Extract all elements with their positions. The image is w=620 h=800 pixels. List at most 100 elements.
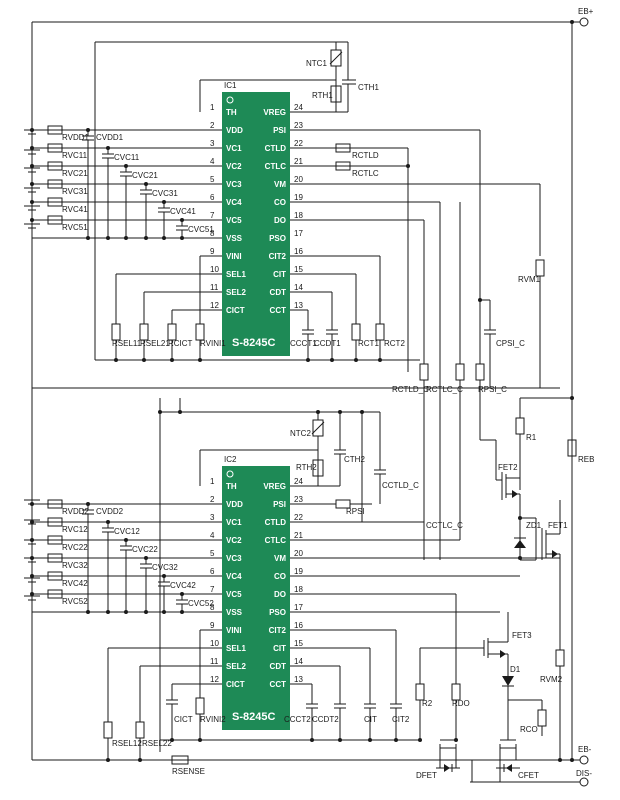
ic1-pin-name-left: VC3 bbox=[226, 180, 242, 189]
ic2-pin-number-right: 21 bbox=[294, 531, 303, 540]
ic1-pin-number-right: 21 bbox=[294, 157, 303, 166]
ic2-pin-name-right: CCT bbox=[270, 680, 287, 689]
ic1-pin-name-right: CDT bbox=[270, 288, 287, 297]
rcict-label: RCICT bbox=[168, 339, 193, 348]
cvdd2-label: CVDD2 bbox=[96, 507, 124, 516]
ic2-pin-number-right: 15 bbox=[294, 639, 303, 648]
ic1-pin-number-left: 1 bbox=[210, 103, 215, 112]
ccct1-label: CCCT1 bbox=[290, 339, 317, 348]
ic1-cell-inputs bbox=[30, 125, 222, 240]
ic1-pin-number-right: 15 bbox=[294, 265, 303, 274]
ic1-pin-number-right: 24 bbox=[294, 103, 303, 112]
rctlc-label: RCTLC bbox=[352, 169, 379, 178]
ic2-config-resistors bbox=[103, 629, 420, 765]
ic1-pin-number-right: 19 bbox=[294, 193, 303, 202]
ic2-pin-name-right: VM bbox=[274, 554, 286, 563]
ic2-pin-name-right: CIT bbox=[273, 644, 286, 653]
ic2-pin-number-right: 13 bbox=[294, 675, 303, 684]
ic1-pin-number-right: 18 bbox=[294, 211, 303, 220]
ic2-pin1-marker bbox=[226, 470, 234, 478]
eb-minus-terminal bbox=[579, 755, 589, 765]
rth1-label: RTH1 bbox=[312, 91, 333, 100]
ic2-pin-name-right: DO bbox=[274, 590, 286, 599]
rsense-label: RSENSE bbox=[172, 767, 205, 776]
ic2-pin-name-right: VREG bbox=[263, 482, 286, 491]
rvm1-resistor bbox=[535, 259, 545, 277]
cit2-label: CIT2 bbox=[392, 715, 410, 724]
cict-label: CICT bbox=[174, 715, 193, 724]
ic2-pin-name-right: CDT bbox=[270, 662, 287, 671]
rsel21-label: RSEL21 bbox=[140, 339, 170, 348]
ic1-pin-name-left: TH bbox=[226, 108, 237, 117]
ic2-pin-name-left: VSS bbox=[226, 608, 243, 617]
ic2-pin-number-right: 22 bbox=[294, 513, 303, 522]
ic2-pin-number-right: 16 bbox=[294, 621, 303, 630]
power-rails bbox=[31, 21, 580, 783]
rdo-resistor bbox=[451, 683, 461, 701]
rvc41-label: RVC41 bbox=[62, 205, 88, 214]
ic1-pin-name-left: CICT bbox=[226, 306, 245, 315]
cvc11-label: CVC11 bbox=[114, 153, 140, 162]
rvc11-label: RVC11 bbox=[62, 151, 88, 160]
rctld-label: RCTLD bbox=[352, 151, 379, 160]
ic2-pin-number-left: 10 bbox=[210, 639, 219, 648]
ic1-pin-number-left: 7 bbox=[210, 211, 215, 220]
rvc22-label: RVC22 bbox=[62, 543, 88, 552]
cvc41-label: CVC41 bbox=[170, 207, 196, 216]
cth2-label: CTH2 bbox=[344, 455, 365, 464]
rsel11-label: RSEL11 bbox=[112, 339, 142, 348]
ic1-pin-name-left: VC1 bbox=[226, 144, 242, 153]
cth1-label: CTH1 bbox=[358, 83, 379, 92]
ccdt2-label: CCDT2 bbox=[312, 715, 339, 724]
zd1-label: ZD1 bbox=[526, 521, 542, 530]
ic1-pin-number-left: 4 bbox=[210, 157, 215, 166]
ic2-block: IC2 S-8245C bbox=[222, 455, 290, 730]
dis-minus-label: DIS- bbox=[576, 769, 592, 778]
cvc32-label: CVC32 bbox=[152, 563, 178, 572]
ic1-pin-number-right: 17 bbox=[294, 229, 303, 238]
ic1-pin-number-left: 3 bbox=[210, 139, 215, 148]
ic2-pin-number-right: 20 bbox=[294, 549, 303, 558]
inter-ic-resistors bbox=[419, 202, 485, 560]
ic2-pin-number-left: 1 bbox=[210, 477, 215, 486]
ic2-pin-number-left: 12 bbox=[210, 675, 219, 684]
ic2-right-network bbox=[290, 499, 560, 742]
ic1-pin-name-left: VC5 bbox=[226, 216, 242, 225]
ic2-part-number: S-8245C bbox=[232, 711, 275, 723]
rsel12-label: RSEL12 bbox=[112, 739, 142, 748]
eb-plus-terminal bbox=[579, 17, 589, 27]
dfet-label: DFET bbox=[416, 771, 437, 780]
ic1-pin-number-left: 2 bbox=[210, 121, 215, 130]
ic1-pin-number-right: 23 bbox=[294, 121, 303, 130]
ic1-pin-name-right: CCT bbox=[270, 306, 287, 315]
ic2-pin-number-right: 14 bbox=[294, 657, 303, 666]
ic2-pin-name-right: CIT2 bbox=[269, 626, 287, 635]
ntc1-label: NTC1 bbox=[306, 59, 327, 68]
rvini1-label: RVINI1 bbox=[200, 339, 226, 348]
rctld-c-label: RCTLD_C bbox=[392, 385, 429, 394]
ic2-pin-number-right: 23 bbox=[294, 495, 303, 504]
rct1-label: RCT1 bbox=[358, 339, 379, 348]
ic2-pin-name-left: SEL1 bbox=[226, 644, 247, 653]
ic2-pin-name-right: PSO bbox=[269, 608, 286, 617]
rct2-label: RCT2 bbox=[384, 339, 405, 348]
ic2-pins: TH1VDD2VC13VC24VC35VC46VC57VSS8VINI9SEL1… bbox=[210, 477, 303, 689]
ic1-pin-number-right: 16 bbox=[294, 247, 303, 256]
ic1-config-resistors bbox=[95, 255, 420, 362]
dis-minus-terminal bbox=[579, 777, 589, 787]
ic2-pin-number-left: 8 bbox=[210, 603, 215, 612]
zd1-diode bbox=[514, 540, 526, 548]
r2-resistor bbox=[415, 683, 425, 701]
ic1-part-number: S-8245C bbox=[232, 337, 275, 349]
cit-label: CIT bbox=[364, 715, 377, 724]
ic2-pin-name-left: SEL2 bbox=[226, 662, 247, 671]
rth2-resistor bbox=[312, 459, 324, 477]
ic1-pin-name-right: DO bbox=[274, 216, 286, 225]
rsel22-label: RSEL22 bbox=[142, 739, 172, 748]
ic2-pin-name-left: VC4 bbox=[226, 572, 242, 581]
r2-label: R2 bbox=[422, 699, 433, 708]
cfet-body-diode bbox=[506, 764, 512, 772]
ic2-pin-name-left: TH bbox=[226, 482, 237, 491]
ic1-pin-number-left: 10 bbox=[210, 265, 219, 274]
rvc31-label: RVC31 bbox=[62, 187, 88, 196]
